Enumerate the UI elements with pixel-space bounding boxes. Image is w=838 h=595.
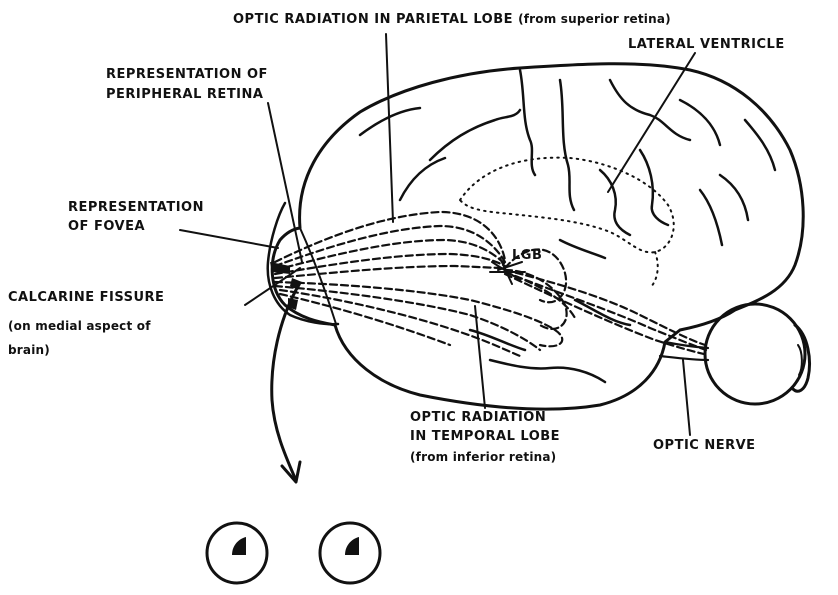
label-peripheral-retina-line1: REPRESENTATION OF <box>106 66 268 83</box>
visual-field-left <box>207 523 267 583</box>
label-calcarine-line2: (on medial aspect of <box>8 318 151 335</box>
label-temporal-line1: OPTIC RADIATION <box>410 409 546 426</box>
label-lateral-ventricle: LATERAL VENTRICLE <box>628 36 785 53</box>
label-fovea-line2: OF FOVEA <box>68 218 145 235</box>
label-calcarine-line1: CALCARINE FISSURE <box>8 289 164 306</box>
brain-outline <box>272 64 803 409</box>
label-temporal-line2: IN TEMPORAL LOBE <box>410 428 560 445</box>
downward-arrow <box>272 290 300 482</box>
label-calcarine-line3: brain) <box>8 342 50 359</box>
lateral-ventricle-outline <box>460 158 674 253</box>
label-fovea-line1: REPRESENTATION <box>68 199 204 216</box>
eyeball <box>705 304 809 404</box>
label-optic-radiation-parietal: OPTIC RADIATION IN PARIETAL LOBE (from s… <box>233 11 671 28</box>
label-temporal-line3: (from inferior retina) <box>410 449 556 466</box>
label-lgb: LGB <box>512 247 542 264</box>
temporal-horn-outline <box>650 252 658 288</box>
label-optic-radiation-parietal-text: OPTIC RADIATION IN PARIETAL LOBE <box>233 12 513 27</box>
label-peripheral-retina-line2: PERIPHERAL RETINA <box>106 86 263 103</box>
visual-field-right <box>320 523 380 583</box>
label-optic-nerve: OPTIC NERVE <box>653 437 756 454</box>
label-parietal-note: (from superior retina) <box>518 12 671 26</box>
